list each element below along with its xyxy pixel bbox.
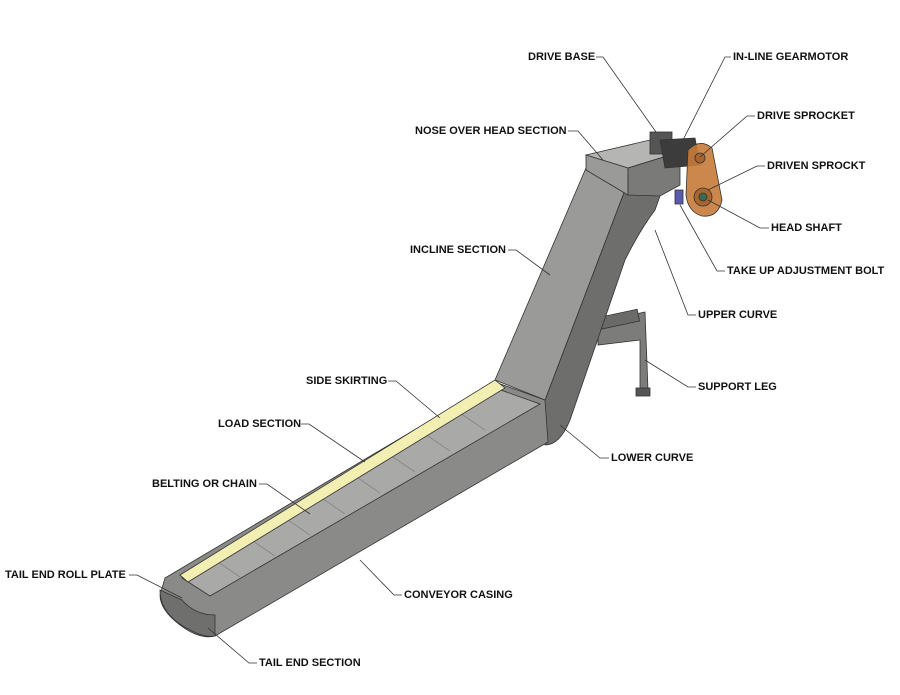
head-shaft bbox=[698, 192, 708, 202]
label-nose-over-head: NOSE OVER HEAD SECTION bbox=[415, 125, 567, 137]
label-tail-end-roll-plate: TAIL END ROLL PLATE bbox=[5, 569, 126, 581]
label-take-up-bolt: TAKE UP ADJUSTMENT BOLT bbox=[727, 265, 885, 277]
label-incline-section: INCLINE SECTION bbox=[410, 244, 506, 256]
incline-side-face bbox=[544, 181, 661, 446]
take-up-bolt bbox=[674, 189, 684, 205]
label-driven-sprocket: DRIVEN SPROCKT bbox=[767, 160, 866, 172]
label-tail-end-section: TAIL END SECTION bbox=[259, 657, 361, 669]
label-conveyor-casing: CONVEYOR CASING bbox=[404, 589, 513, 601]
label-lower-curve: LOWER CURVE bbox=[611, 452, 694, 464]
label-inline-gearmotor: IN-LINE GEARMOTOR bbox=[733, 51, 849, 63]
label-belting-or-chain: BELTING OR CHAIN bbox=[152, 478, 257, 490]
tail-end-section bbox=[159, 589, 216, 637]
label-drive-base: DRIVE BASE bbox=[528, 51, 596, 63]
side-skirting bbox=[179, 379, 506, 583]
label-load-section: LOAD SECTION bbox=[218, 418, 302, 430]
drive-sprocket bbox=[694, 152, 706, 164]
label-drive-sprocket: DRIVE SPROCKET bbox=[757, 110, 855, 122]
label-head-shaft: HEAD SHAFT bbox=[771, 222, 842, 234]
label-side-skirting: SIDE SKIRTING bbox=[306, 375, 388, 387]
label-support-leg: SUPPORT LEG bbox=[698, 381, 777, 393]
label-upper-curve: UPPER CURVE bbox=[698, 309, 778, 321]
leader-lines bbox=[129, 56, 769, 664]
support-leg-foot bbox=[635, 387, 651, 397]
